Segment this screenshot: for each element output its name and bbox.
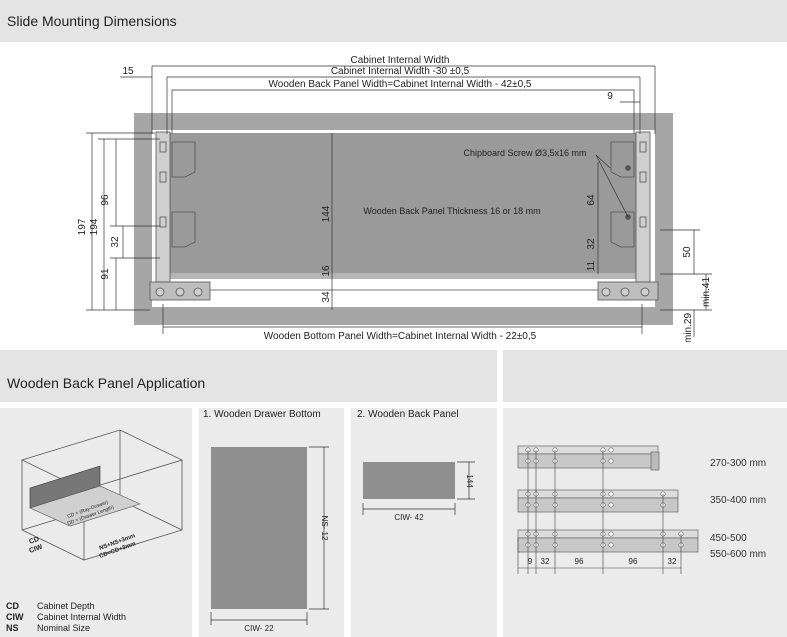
legend-ciw-abbr: CIW [6,612,24,622]
drawer-bottom-height: NS- 12 [320,516,329,541]
drawer-bottom-board [211,447,307,609]
rail-dim-9: 9 [528,557,533,566]
drawer-bottom-drawing: NS- 12 CIW- 22 [210,446,329,633]
drawer-bottom-width: CIW- 22 [244,624,274,633]
legend-cd-abbr: CD [6,601,19,611]
rail-medium [517,489,679,513]
left-slide-mechanism [149,131,211,301]
dim-9: 9 [607,91,613,102]
dim-34: 34 [321,291,332,303]
dim-144: 144 [321,205,332,222]
dim-32-right: 32 [586,238,597,250]
iso-label-ciw: CIW [28,544,44,555]
back-panel-title: 2. Wooden Back Panel [357,409,459,420]
legend-ns-abbr: NS [6,623,19,633]
rail-size-450-500: 450-500 [710,533,747,544]
application-header-right [503,350,787,402]
dim-64: 64 [586,194,597,206]
dim-15: 15 [122,66,134,77]
back-panel-drawing: 144 CIW- 42 [362,461,475,522]
rail-size-270-300: 270-300 mm [710,458,767,469]
iso-view-panel [0,408,192,637]
application-title: Wooden Back Panel Application [7,375,206,391]
slide-mounting-drawing: Cabinet Internal Width Cabinet Internal … [77,55,712,342]
dim-194: 194 [89,218,100,235]
iso-cabinet-drawing: CD = (Ray-Drawer) DD = (Drawer Length) C… [20,429,184,561]
rail-dim-32-b: 32 [668,557,677,566]
legend-ciw-text: Cabinet Internal Width [37,612,127,622]
back-panel-board [363,462,455,499]
back-panel-width: CIW- 42 [394,513,424,522]
rail-size-350-400: 350-400 mm [710,495,767,506]
dim-11: 11 [586,260,597,271]
dim-16: 16 [321,265,332,277]
rail-dim-96-a: 96 [575,557,584,566]
rail-dim-32-a: 32 [541,557,550,566]
rail-short [517,445,660,471]
dim-back-panel-width: Wooden Back Panel Width=Cabinet Internal… [269,79,532,90]
screw-label: Chipboard Screw Ø3,5x16 mm [463,148,586,158]
slide-mounting-title: Slide Mounting Dimensions [7,13,177,29]
rail-dim-96-b: 96 [629,557,638,566]
iso-label-cd: CD [28,536,40,546]
dim-ciw-minus-30: Cabinet Internal Width -30 ±0,5 [331,66,470,77]
slide-mounting-header [0,0,787,42]
bottom-panel-width-label: Wooden Bottom Panel Width=Cabinet Intern… [264,331,537,342]
legend-ns-text: Nominal Size [37,623,91,633]
dim-96: 96 [100,194,111,206]
dim-197: 197 [77,218,88,235]
wooden-back-panel [163,133,642,273]
dim-50: 50 [682,246,693,258]
back-panel-height: 144 [465,474,474,488]
back-panel-view [351,408,497,637]
rail-size-550-600: 550-600 mm [710,549,767,560]
dim-min-41: min.41 [701,277,712,307]
dim-min-29: min.29 [683,313,694,342]
thickness-label: Wooden Back Panel Thickness 16 or 18 mm [363,206,540,216]
application-header [0,350,497,402]
rails-drawing: 9 32 96 96 32 [517,445,699,574]
drawer-bottom-title: 1. Wooden Drawer Bottom [203,409,321,420]
dim-91: 91 [100,268,111,280]
wooden-bottom-panel [163,273,642,279]
dim-cabinet-internal-width: Cabinet Internal Width [351,55,450,66]
dim-32-left: 32 [110,236,121,248]
legend-cd-text: Cabinet Depth [37,601,95,611]
rail-long [517,529,699,553]
